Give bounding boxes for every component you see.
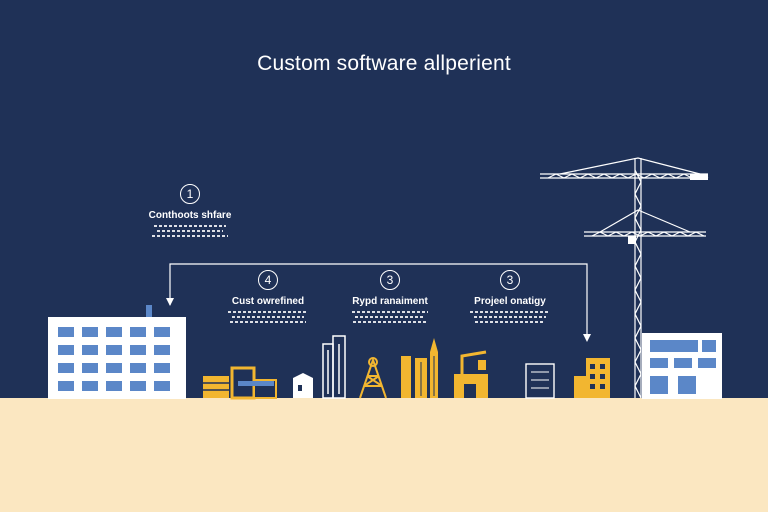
crane-cab (628, 236, 636, 244)
outline-towers (322, 335, 346, 399)
yellow-skyscrapers (401, 338, 438, 398)
yellow-blocks-left (203, 366, 277, 400)
step-1-label: Conthoots shfare (148, 210, 232, 221)
ground (0, 398, 768, 512)
office-building-right (642, 333, 722, 399)
office-building-left (48, 305, 186, 399)
step-4: 3 Projeel onatigy (460, 270, 560, 326)
step-2: 4 Cust owrefined (218, 270, 318, 326)
step-1-number: 1 (180, 184, 200, 204)
outline-building-right (525, 363, 555, 399)
step-2-label: Cust owrefined (231, 296, 305, 307)
step-1: 1 Conthoots shfare (140, 184, 240, 240)
step-4-number: 3 (500, 270, 520, 290)
process-connector (169, 263, 588, 340)
connector-arrow-right (583, 334, 591, 342)
step-2-number: 4 (258, 270, 278, 290)
step-3-label: Rypd ranaiment (352, 296, 428, 307)
diagram-title: Custom software allperient (257, 52, 511, 75)
small-house (293, 373, 313, 398)
step-4-label: Projeel onatigy (474, 296, 546, 307)
derrick-structure (359, 356, 387, 399)
yellow-crane-building (454, 350, 488, 398)
tower-crane (540, 157, 709, 399)
step-3-number: 3 (380, 270, 400, 290)
yellow-apartment-block (574, 358, 610, 398)
step-3: 3 Rypd ranaiment (340, 270, 440, 326)
crane-counterweight (690, 174, 708, 180)
connector-arrow-left (166, 298, 174, 306)
